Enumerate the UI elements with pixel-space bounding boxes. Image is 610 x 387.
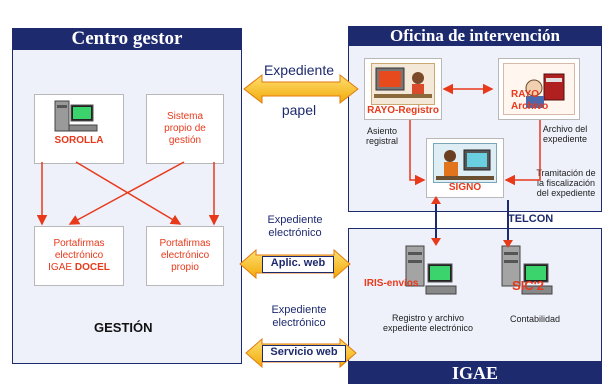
computer-icon <box>53 99 99 135</box>
rayo-archivo-node: RAYO Archivo <box>498 58 580 120</box>
contabilidad-text: Contabilidad <box>509 314 561 324</box>
portafirmas-propio-line3: propio <box>171 262 199 273</box>
rayo-registro-node: RAYO-Registro <box>364 58 442 120</box>
gestion-label: GESTIÓN <box>94 320 153 335</box>
signo-label: SIGNO <box>448 182 482 193</box>
portafirmas-igae-node: Portafirmas electrónico IGAE DOCEL <box>34 226 124 286</box>
expediente-electronico-1: Expediente electrónico <box>250 214 340 240</box>
server-icon <box>398 244 458 304</box>
oficina-panel-title: Oficina de intervención <box>348 26 602 46</box>
rayo-registro-label: RAYO-Registro <box>367 105 439 116</box>
archivo-line1: Archivo del <box>542 124 588 134</box>
rayo-archivo-label-1: RAYO <box>511 89 539 100</box>
sistema-line3: gestión <box>168 135 202 146</box>
servicio-web-label: Servicio web <box>262 345 346 362</box>
portafirmas-propio-line2: electrónico <box>160 250 210 261</box>
telcon-label: TELCON <box>508 213 554 225</box>
exp-electronico-1-line1: Expediente <box>267 214 323 226</box>
archive-icon <box>503 63 575 115</box>
tramitacion-line3: del expediente <box>536 188 596 198</box>
portafirmas-propio-line1: Portafirmas <box>159 238 211 249</box>
sic2-node <box>488 244 558 308</box>
asiento-line2: registral <box>365 136 398 146</box>
expediente-electronico-2: Expediente electrónico <box>254 304 344 330</box>
tramitacion-line1: Tramitación de <box>536 168 596 178</box>
archivo-text: Archivo del expediente <box>532 124 598 144</box>
igae-panel-title: IGAE <box>348 362 602 384</box>
desk-worker-icon <box>433 143 497 183</box>
exp-electronico-1-line2: electrónico <box>268 227 322 239</box>
portafirmas-igae-line2: electrónico <box>54 250 104 261</box>
tramitacion-line2: la fiscalización <box>536 178 596 188</box>
portafirmas-igae-line3: IGAE DOCEL <box>48 262 110 273</box>
igae-panel <box>348 228 602 362</box>
aplic-web-label: Aplic. web <box>262 256 334 273</box>
iris-node <box>392 244 462 308</box>
sistema-line1: Sistema <box>166 111 204 122</box>
sic2-label: SIC'2 <box>512 278 544 293</box>
asiento-text: Asiento registral <box>356 126 408 146</box>
portafirmas-propio-node: Portafirmas electrónico propio <box>146 226 224 286</box>
double-arrow-papel <box>243 73 359 105</box>
portafirmas-igae-line1: Portafirmas <box>53 238 105 249</box>
sorolla-node: SOROLLA <box>34 94 124 164</box>
expediente-papel-top: Expediente <box>263 62 335 78</box>
office-worker-icon <box>371 63 435 105</box>
server-icon <box>494 244 554 304</box>
expediente-papel-bottom: papel <box>281 102 317 118</box>
exp-electronico-2-line2: electrónico <box>272 317 326 329</box>
iris-label: IRIS-envíos <box>364 278 419 289</box>
archivo-line2: expediente <box>542 134 588 144</box>
sistema-line2: propio de <box>164 123 206 134</box>
registro-text: Registro y archivo expediente electrónic… <box>378 313 478 333</box>
asiento-line1: Asiento <box>366 126 398 136</box>
registro-line2: expediente electrónico <box>382 323 474 333</box>
docel-label: DOCEL <box>74 262 110 273</box>
left-panel-title: Centro gestor <box>12 28 242 50</box>
registro-line1: Registro y archivo <box>391 313 465 323</box>
sistema-propio-node: Sistema propio de gestión <box>146 94 224 164</box>
signo-node: SIGNO <box>426 138 504 198</box>
left-panel <box>12 28 242 364</box>
tramitacion-text: Tramitación de la fiscalización del expe… <box>526 168 606 198</box>
rayo-archivo-label-2: Archivo <box>511 101 549 112</box>
sorolla-label: SOROLLA <box>54 135 104 146</box>
exp-electronico-2-line1: Expediente <box>271 304 327 316</box>
